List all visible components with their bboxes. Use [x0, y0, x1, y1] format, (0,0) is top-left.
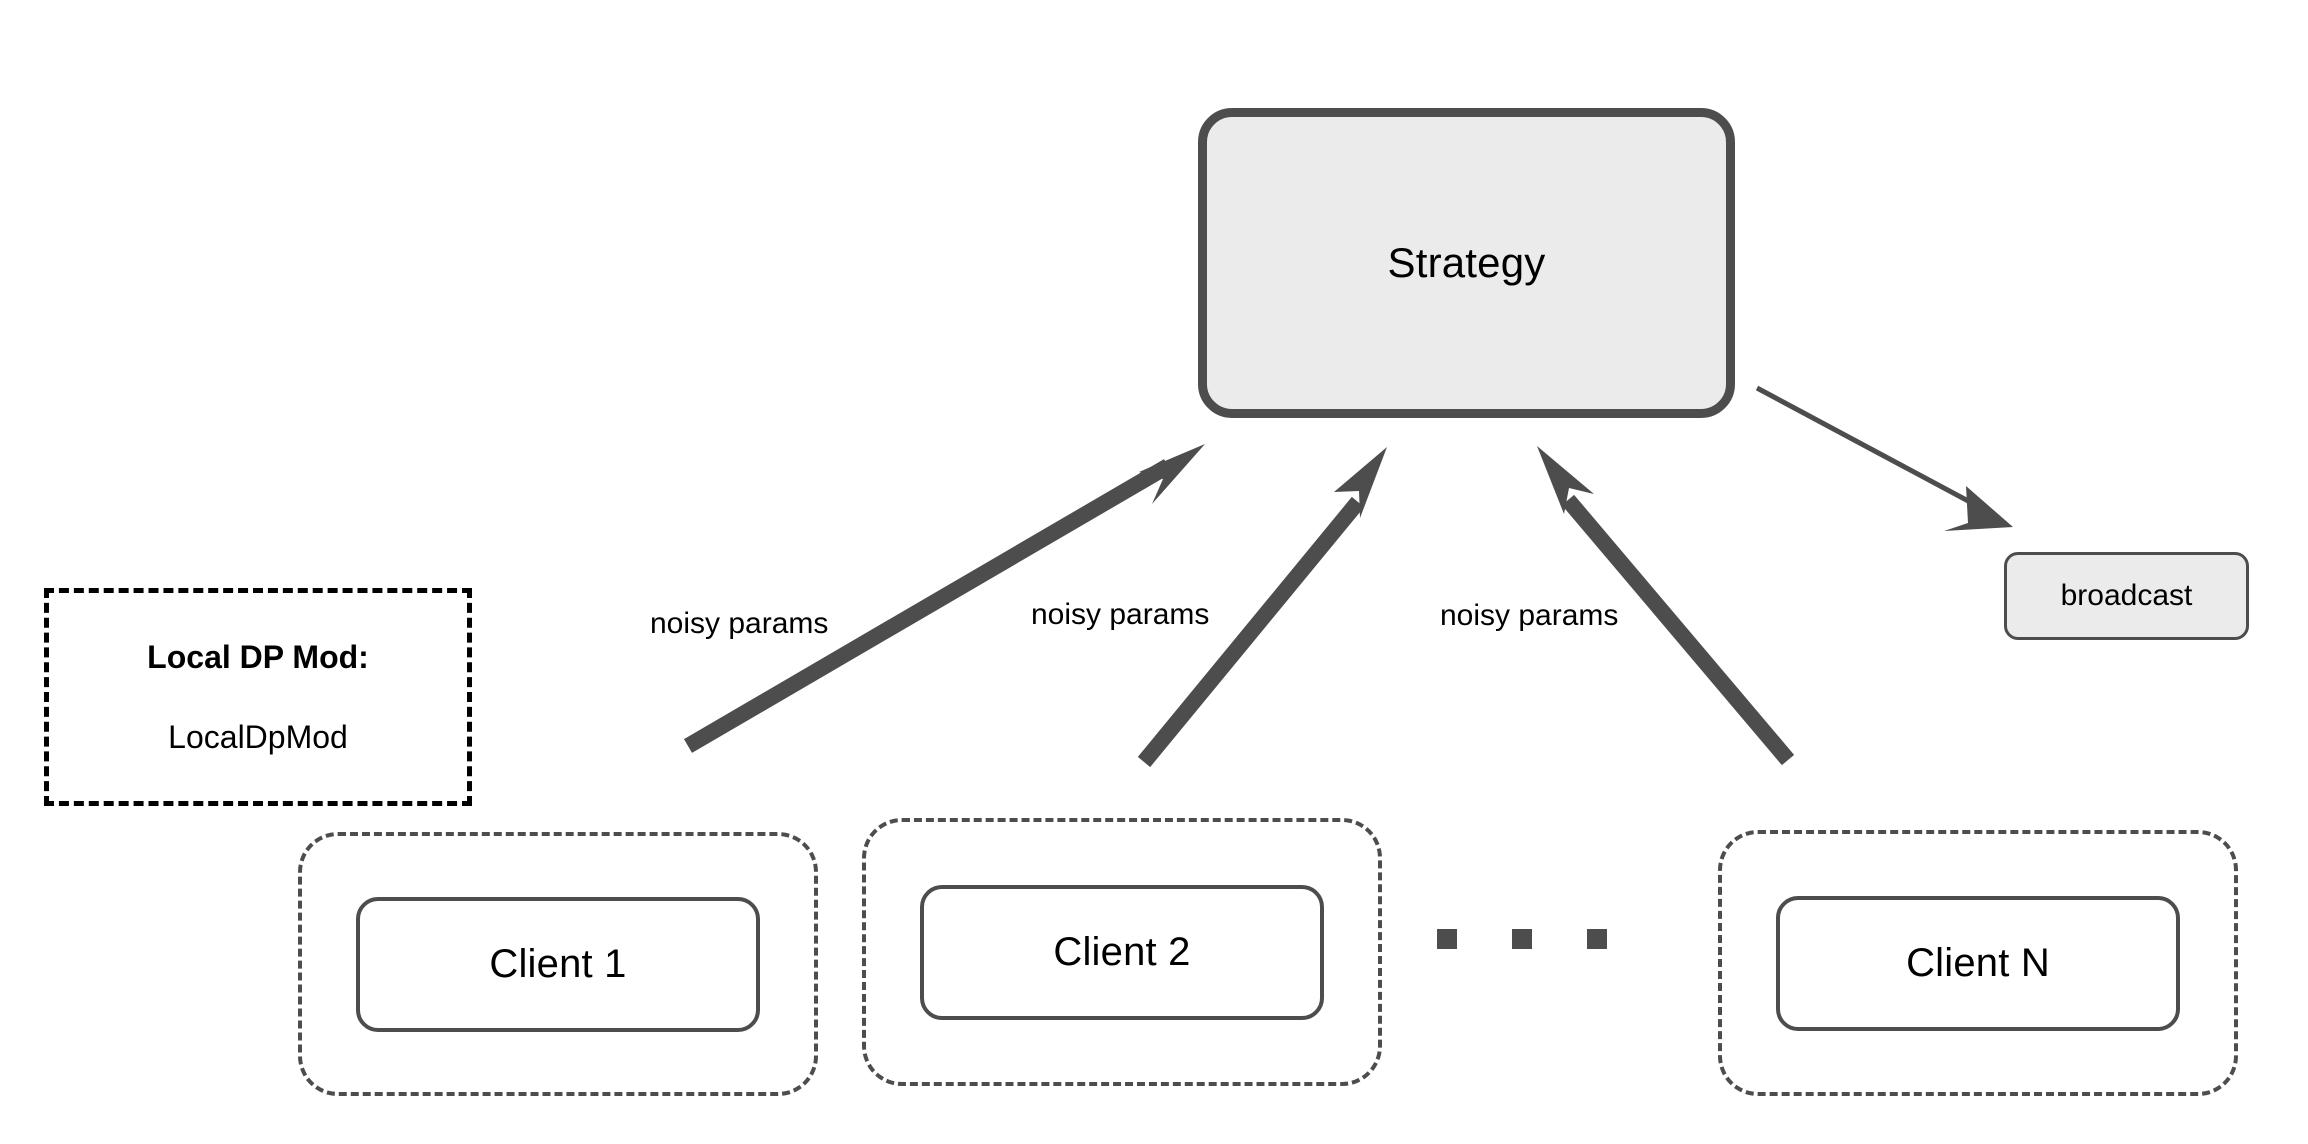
local-dp-mod-value: LocalDpMod [168, 719, 348, 755]
ellipsis-dot-3 [1587, 929, 1607, 949]
client-label-2: Client 2 [1053, 930, 1191, 974]
local-dp-mod-legend: Local DP Mod: LocalDpMod [44, 588, 472, 806]
edge-label-noisy-params-3: noisy params [1440, 599, 1619, 632]
arrow-client1-to-strategy [683, 444, 1205, 753]
local-dp-mod-title: Local DP Mod: [147, 639, 369, 675]
ellipsis-dot-2 [1512, 929, 1532, 949]
client-group-1: Client 1 [298, 832, 818, 1096]
client-group-n: Client N [1718, 830, 2238, 1096]
ellipsis-indicator [1437, 929, 1607, 949]
broadcast-node[interactable]: broadcast [2004, 552, 2249, 640]
broadcast-label: broadcast [2060, 579, 2193, 612]
client-node-1[interactable]: Client 1 [356, 896, 760, 1032]
ellipsis-dot-1 [1437, 929, 1457, 949]
client-node-n[interactable]: Client N [1776, 895, 2180, 1031]
client-label-n: Client N [1906, 941, 2050, 985]
edge-label-noisy-params-1: noisy params [650, 607, 829, 640]
client-label-1: Client 1 [489, 942, 627, 986]
client-node-2[interactable]: Client 2 [920, 884, 1324, 1020]
strategy-node[interactable]: Strategy [1198, 108, 1735, 418]
strategy-label: Strategy [1387, 239, 1546, 286]
client-group-2: Client 2 [862, 818, 1382, 1086]
arrow-strategy-to-broadcast [1755, 385, 2013, 531]
edge-label-noisy-params-2: noisy params [1031, 598, 1210, 631]
